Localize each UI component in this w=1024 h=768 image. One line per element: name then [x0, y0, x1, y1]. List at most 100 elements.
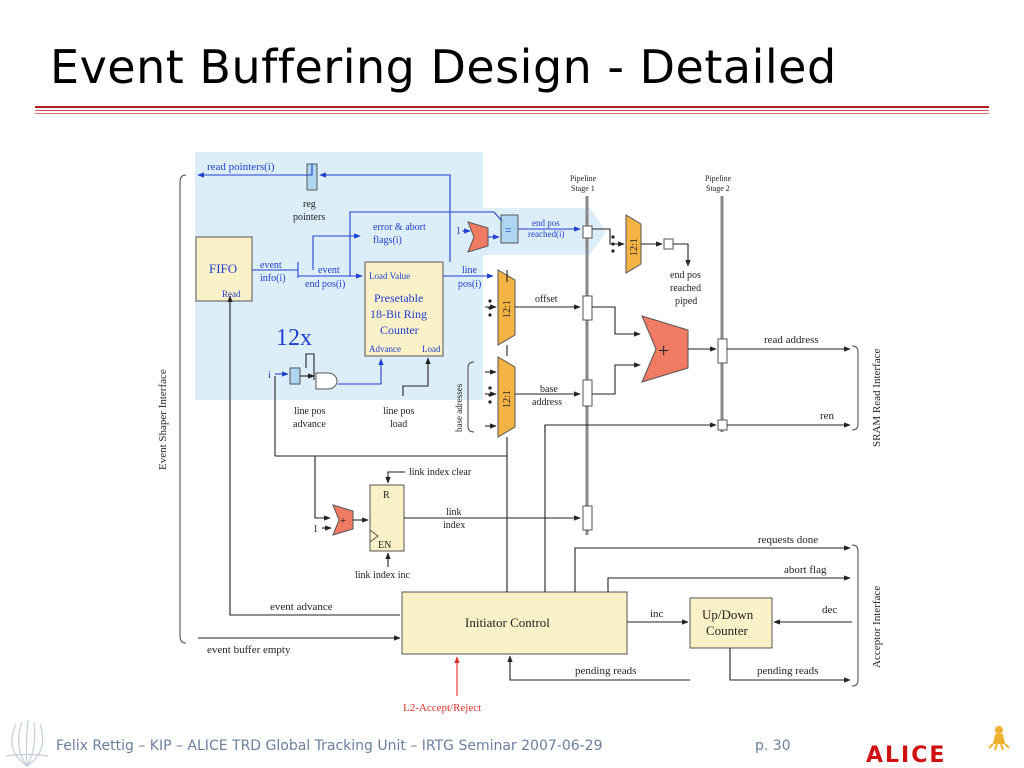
- pipeline-stage-1-label-1: Pipeline: [570, 174, 597, 183]
- line-pos-advance-label-2: advance: [293, 419, 326, 430]
- comparator-sign: =: [505, 223, 512, 237]
- inc-label: inc: [650, 608, 664, 620]
- offset-stage1-register: [582, 295, 593, 321]
- ring-counter-load-value: Load Value: [369, 271, 410, 281]
- alice-logo: ALICE: [866, 726, 1010, 766]
- error-flag-adder: [467, 221, 489, 253]
- acceptor-bracket: [851, 544, 859, 687]
- fifo-title: FIFO: [209, 261, 237, 276]
- link-index-clock-mark: [369, 529, 379, 543]
- title-rule-middle: [35, 110, 989, 111]
- offset-label: offset: [535, 294, 558, 305]
- error-abort-label-2: flags(i): [373, 235, 402, 246]
- link-index-reg-r: R: [383, 490, 390, 501]
- initiator-control-block: [401, 591, 628, 655]
- line-pos-label-1: line: [462, 265, 478, 276]
- ring-counter-load-port: Load: [422, 344, 441, 354]
- pipeline-stage-2-label-1: Pipeline: [705, 174, 732, 183]
- pipeline-stage-1-label-2: Stage 1: [571, 184, 595, 193]
- sram-bracket: [851, 345, 859, 431]
- alice-logo-text: ALICE: [866, 743, 946, 766]
- event-info-label-2: info(i): [260, 273, 286, 284]
- link-index-label-1: link: [446, 507, 462, 518]
- event-shaper-bracket: [179, 174, 187, 644]
- read-pointers-label: read pointers(i): [207, 161, 275, 173]
- initiator-control-title: Initiator Control: [465, 615, 550, 630]
- base-address-label-2: address: [532, 397, 562, 408]
- end-pos-piped-label-1: end pos: [670, 270, 701, 281]
- i-label: i: [268, 370, 271, 381]
- replication-label: 12x: [276, 325, 312, 351]
- l2-accept-label: L2-Accept/Reject: [403, 702, 481, 714]
- link-index-reg-en: EN: [378, 540, 391, 551]
- line-pos-load-label-2: load: [390, 419, 407, 430]
- error-abort-label-1: error & abort: [373, 222, 426, 233]
- ring-counter-block: [364, 261, 444, 357]
- footer-text: Felix Rettig – KIP – ALICE TRD Global Tr…: [56, 738, 603, 754]
- and-gate: [315, 372, 338, 390]
- footer-emblem-icon: [5, 719, 49, 767]
- reg-pointers-label-2: pointers: [293, 212, 325, 223]
- fifo-read-port: Read: [222, 289, 241, 299]
- line-pos-load-label-1: line pos: [383, 406, 414, 417]
- read-address-stage2-register: [717, 338, 728, 364]
- end-pos-mux: [625, 214, 642, 274]
- slide-title: Event Buffering Design - Detailed: [50, 40, 837, 94]
- offset-mux: [497, 269, 516, 346]
- address-adder: [641, 315, 689, 383]
- offset-mux-label: 12:1: [502, 300, 513, 318]
- end-pos-reached-label-1: end pos: [532, 218, 560, 228]
- ring-counter-line-1: Presetable: [374, 291, 423, 305]
- link-index-stage1-register: [582, 505, 593, 531]
- sram-interface-label: SRAM Read Interface: [871, 349, 883, 447]
- end-pos-reached-label-2: reached(i): [528, 229, 564, 239]
- base-adresses-label: base adresses: [454, 383, 464, 432]
- dec-label: dec: [822, 604, 837, 616]
- one-label-error: 1: [456, 226, 461, 237]
- end-pos-label: end pos(i): [305, 279, 345, 290]
- base-address-mux: [497, 356, 516, 438]
- base-address-label-1: base: [540, 384, 558, 395]
- line-pos-label-2: pos(i): [458, 279, 481, 290]
- end-pos-reached-register: [582, 225, 593, 239]
- event-shaper-label: Event Shaper Interface: [157, 369, 169, 470]
- requests-done-label: requests done: [758, 534, 818, 546]
- abort-flag-label: abort flag: [784, 564, 827, 576]
- base-adresses-bracket: [467, 361, 475, 433]
- reg-pointers-label-1: reg: [303, 199, 316, 210]
- ren-stage2-register: [717, 419, 728, 431]
- title-rule-bottom: [35, 113, 989, 114]
- base-mux-label: 12:1: [502, 390, 513, 408]
- one-label-link: 1: [313, 524, 318, 535]
- read-address-label: read address: [764, 334, 819, 346]
- pipeline-stage-2-label-2: Stage 2: [706, 184, 730, 193]
- updown-line-1: Up/Down: [702, 607, 754, 622]
- end-pos-piped-register: [663, 238, 674, 250]
- event-buffer-empty-label: event buffer empty: [207, 644, 291, 656]
- updown-line-2: Counter: [706, 623, 749, 638]
- link-index-register: [369, 484, 405, 552]
- ren-label: ren: [820, 410, 835, 422]
- alice-mascot-icon: [988, 726, 1010, 751]
- pending-reads-label-2: pending reads: [757, 665, 818, 677]
- address-adder-sign: +: [658, 340, 669, 362]
- end-pos-mux-label: 12:1: [629, 238, 640, 256]
- link-index-inc-label: link index inc: [355, 570, 411, 581]
- end-pos-piped-label-3: piped: [675, 296, 697, 307]
- page-number: p. 30: [755, 738, 791, 754]
- fifo-block: [195, 236, 253, 302]
- ring-counter-advance-port: Advance: [369, 344, 401, 354]
- base-address-stage1-register: [582, 379, 593, 407]
- event-info-label-1: event: [260, 260, 282, 271]
- acceptor-interface-label: Acceptor Interface: [871, 586, 883, 668]
- link-index-label-2: index: [443, 520, 465, 531]
- link-index-adder: [332, 504, 354, 536]
- line-pos-advance-register: [289, 367, 301, 385]
- updown-counter-block: [689, 597, 773, 649]
- event-advance-label: event advance: [270, 601, 333, 613]
- ring-counter-line-3: Counter: [380, 323, 419, 337]
- link-adder-sign: +: [340, 515, 346, 527]
- end-pos-piped-label-2: reached: [670, 283, 701, 294]
- line-pos-advance-label-1: line pos: [294, 406, 325, 417]
